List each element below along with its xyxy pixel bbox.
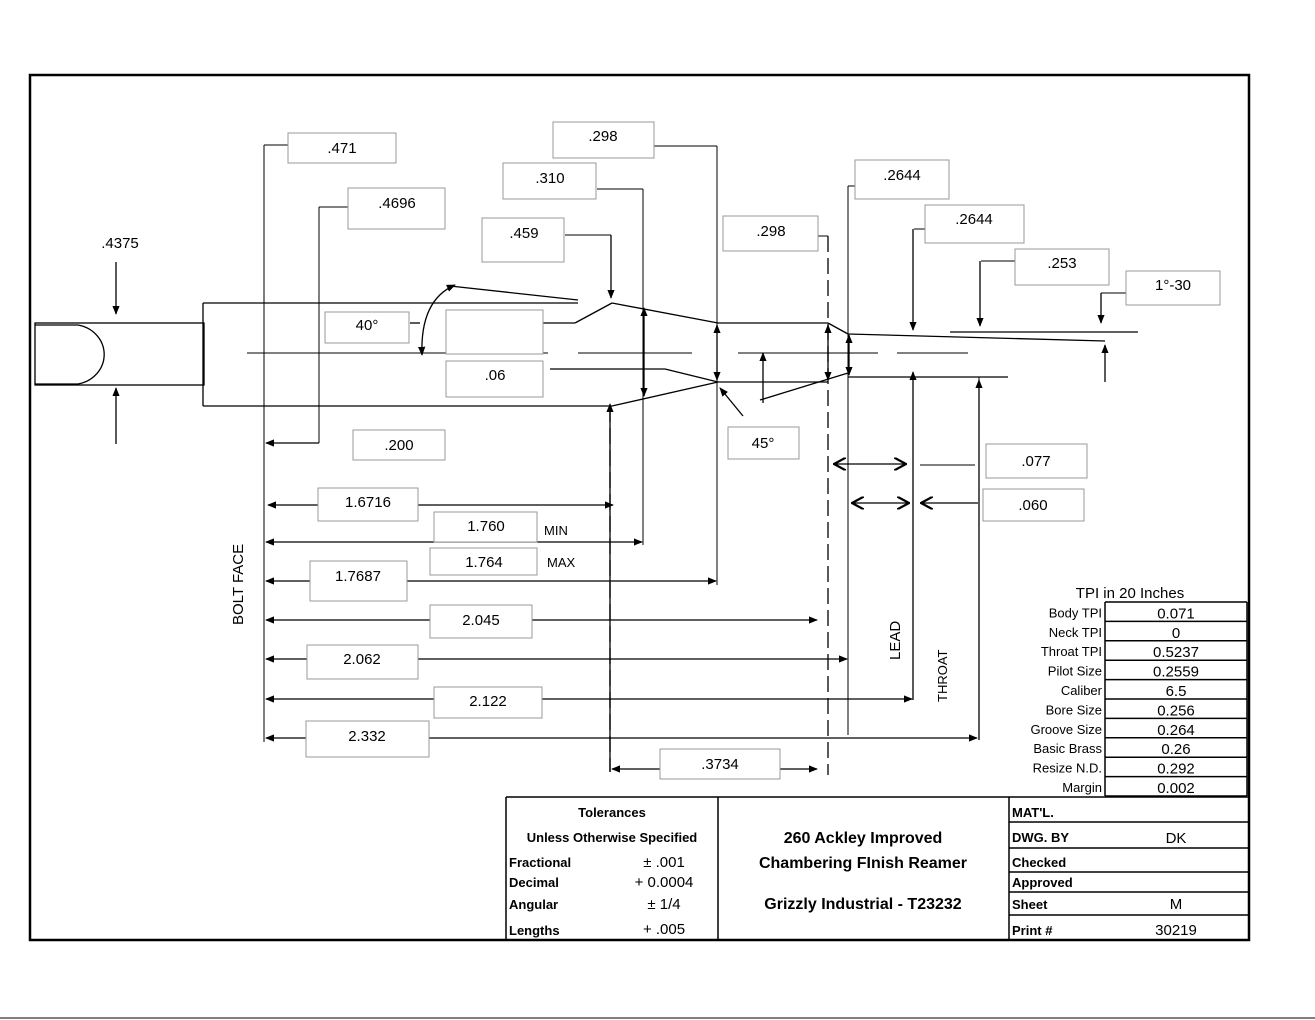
dim-4696: .4696 xyxy=(378,195,416,212)
dim-2332: 2.332 xyxy=(348,728,386,745)
tpi-row-label: Neck TPI xyxy=(1049,625,1102,640)
dim-060: .060 xyxy=(1018,497,1047,514)
approved-label: Approved xyxy=(1012,875,1073,890)
tol-lengths-value: + .005 xyxy=(643,921,685,938)
tol-decimal-value: + 0.0004 xyxy=(635,874,694,891)
dim-471: .471 xyxy=(327,140,356,157)
tpi-title: TPI in 20 Inches xyxy=(1076,585,1184,602)
dim-4375: .4375 xyxy=(101,235,139,252)
sheet-value: M xyxy=(1170,896,1183,913)
tol-angular-value: ± 1/4 xyxy=(647,896,680,913)
dwg-by-label: DWG. BY xyxy=(1012,830,1069,845)
tpi-row-value: 0.002 xyxy=(1157,780,1195,797)
dim-45deg: 45° xyxy=(752,435,775,452)
tolerances-subtitle: Unless Otherwise Specified xyxy=(527,830,698,845)
lead-label: LEAD xyxy=(887,621,904,660)
tpi-row-label: Body TPI xyxy=(1049,605,1102,620)
dim-17687: 1.7687 xyxy=(335,568,381,585)
dim-2045: 2.045 xyxy=(462,612,500,629)
dim-1760: 1.760 xyxy=(467,518,505,535)
dim-1deg30: 1°-30 xyxy=(1155,277,1191,294)
tol-lengths-label: Lengths xyxy=(509,923,560,938)
dim-40deg: 40° xyxy=(356,317,379,334)
dim-06: .06 xyxy=(485,367,506,384)
matl-label: MAT'L. xyxy=(1012,805,1054,820)
tpi-row-value: 6.5 xyxy=(1166,683,1187,700)
dim-3734: .3734 xyxy=(701,756,739,773)
tol-fractional-label: Fractional xyxy=(509,855,571,870)
tpi-row-value: 0.071 xyxy=(1157,605,1195,622)
tpi-row-value: 0.292 xyxy=(1157,761,1195,778)
dim-2062: 2.062 xyxy=(343,651,381,668)
dwg-by-value: DK xyxy=(1166,830,1187,847)
tpi-row-value: 0.5237 xyxy=(1153,644,1199,661)
dim-459: .459 xyxy=(509,225,538,242)
tpi-row-label: Caliber xyxy=(1061,683,1103,698)
tpi-row-label: Margin xyxy=(1062,780,1102,795)
bolt-face-label: BOLT FACE xyxy=(230,544,247,625)
drawing-border xyxy=(28,73,1251,942)
dim-200: .200 xyxy=(384,437,413,454)
throat-label: THROAT xyxy=(935,649,950,702)
tpi-row-value: 0 xyxy=(1172,625,1180,642)
print-value: 30219 xyxy=(1155,922,1197,939)
dim-298-top: .298 xyxy=(588,128,617,145)
title-block: Tolerances Unless Otherwise Specified Fr… xyxy=(505,796,1249,940)
dim-2644-b: .2644 xyxy=(955,211,993,228)
dim-298-mid: .298 xyxy=(756,223,785,240)
tpi-row-label: Bore Size xyxy=(1046,702,1102,717)
dim-max-label: MAX xyxy=(547,555,576,570)
dim-16716: 1.6716 xyxy=(345,494,391,511)
part-line2: Chambering FInish Reamer xyxy=(759,855,967,872)
checked-label: Checked xyxy=(1012,855,1066,870)
tolerances-title: Tolerances xyxy=(578,805,646,820)
tpi-row-value: 0.264 xyxy=(1157,722,1195,739)
tpi-row-value: 0.2559 xyxy=(1153,664,1199,681)
tpi-row-value: 0.26 xyxy=(1161,741,1190,758)
tpi-row-label: Pilot Size xyxy=(1048,664,1102,679)
tpi-row-value: 0.256 xyxy=(1157,702,1195,719)
company-name: Grizzly Industrial - T23232 xyxy=(764,896,962,913)
dim-310: .310 xyxy=(535,170,564,187)
dimension-values: .4375 .471 .4696 .298 .310 .459 40° .06 … xyxy=(101,128,1191,773)
dim-2122: 2.122 xyxy=(469,693,507,710)
dim-253: .253 xyxy=(1047,255,1076,272)
part-line1: 260 Ackley Improved xyxy=(784,830,943,847)
tpi-row-label: Resize N.D. xyxy=(1033,761,1102,776)
dim-077: .077 xyxy=(1021,453,1050,470)
dim-1764: 1.764 xyxy=(465,554,503,571)
dim-min-label: MIN xyxy=(544,523,568,538)
tpi-row-label: Groove Size xyxy=(1030,722,1102,737)
sheet-label: Sheet xyxy=(1012,897,1048,912)
reamer-outline xyxy=(34,284,1138,407)
tpi-row-label: Throat TPI xyxy=(1041,644,1102,659)
print-label: Print # xyxy=(1012,923,1053,938)
tol-fractional-value: ± .001 xyxy=(643,854,685,871)
dim-2644-a: .2644 xyxy=(883,167,921,184)
tpi-row-label: Basic Brass xyxy=(1033,741,1102,756)
tol-decimal-label: Decimal xyxy=(509,875,559,890)
tol-angular-label: Angular xyxy=(509,897,558,912)
dimension-boxes xyxy=(287,121,1221,780)
